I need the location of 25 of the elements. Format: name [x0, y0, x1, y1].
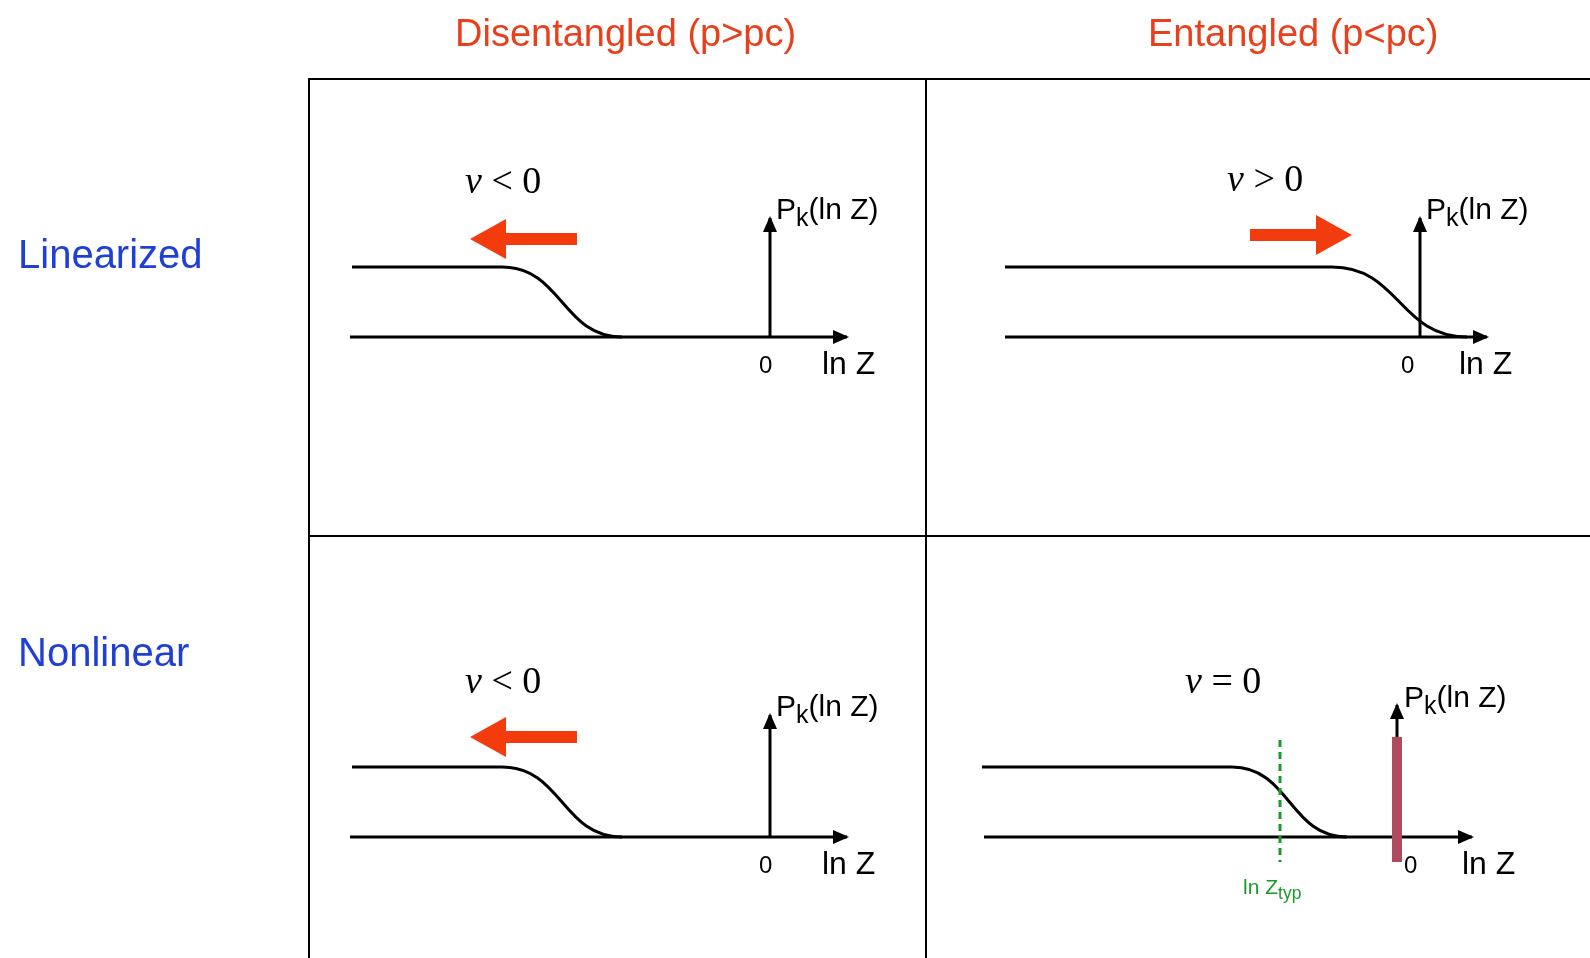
- x-axis-label: ln Z: [822, 846, 876, 882]
- plot-panel: [925, 535, 1590, 958]
- plot-panel: [308, 78, 925, 535]
- row-heading: Nonlinear: [18, 630, 190, 675]
- column-heading: Entangled (p<pc): [1148, 12, 1439, 55]
- column-heading: Disentangled (p>pc): [455, 12, 797, 55]
- y-axis-label: P$_{k}$(ln Z): [1426, 192, 1529, 232]
- velocity-label: v > 0: [1227, 158, 1304, 200]
- x-axis-label: ln Z: [822, 346, 876, 382]
- tick-label: 0: [759, 852, 773, 879]
- typical-value-label: ln Z$_{typ}$: [1243, 875, 1302, 904]
- y-axis-label: P$_{k}$(ln Z): [1404, 680, 1507, 720]
- y-axis-label: P$_{k}$(ln Z): [776, 689, 879, 729]
- y-axis-label: P$_{k}$(ln Z): [776, 192, 879, 232]
- x-axis-label: ln Z: [1459, 346, 1513, 382]
- velocity-label: v < 0: [465, 660, 542, 702]
- velocity-label: v = 0: [1185, 660, 1262, 702]
- tick-label: 0: [759, 352, 773, 379]
- velocity-label: v < 0: [465, 160, 542, 202]
- tick-label: 0: [1401, 352, 1415, 379]
- plot-panel: [308, 535, 925, 958]
- tick-label: 0: [1404, 852, 1418, 879]
- x-axis-label: ln Z: [1462, 846, 1516, 882]
- plot-panel: [925, 78, 1590, 535]
- row-heading: Linearized: [18, 232, 203, 277]
